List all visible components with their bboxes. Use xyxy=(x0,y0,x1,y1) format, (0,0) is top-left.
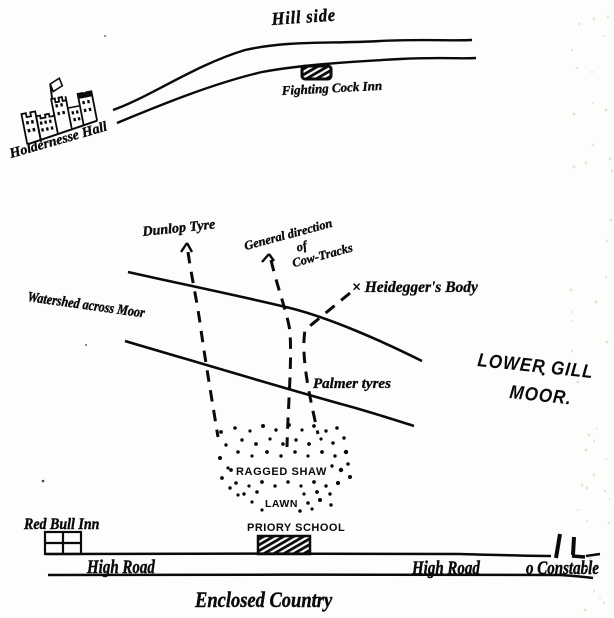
svg-text:High Road: High Road xyxy=(86,556,155,577)
svg-text:PRIORY SCHOOL: PRIORY SCHOOL xyxy=(247,522,345,534)
svg-text:o Constable: o Constable xyxy=(526,557,599,578)
svg-text:× Heidegger's Body: × Heidegger's Body xyxy=(352,279,478,296)
svg-text:LAWN: LAWN xyxy=(265,498,298,510)
svg-text:RAGGED SHAW: RAGGED SHAW xyxy=(236,466,327,478)
svg-text:High Road: High Road xyxy=(411,557,480,578)
svg-text:Fighting Cock Inn: Fighting Cock Inn xyxy=(280,78,382,98)
svg-text:Palmer tyres: Palmer tyres xyxy=(313,376,391,392)
svg-text:Enclosed Country: Enclosed Country xyxy=(194,589,333,613)
svg-text:Hill side: Hill side xyxy=(270,5,337,29)
svg-text:Red Bull Inn: Red Bull Inn xyxy=(23,516,99,533)
